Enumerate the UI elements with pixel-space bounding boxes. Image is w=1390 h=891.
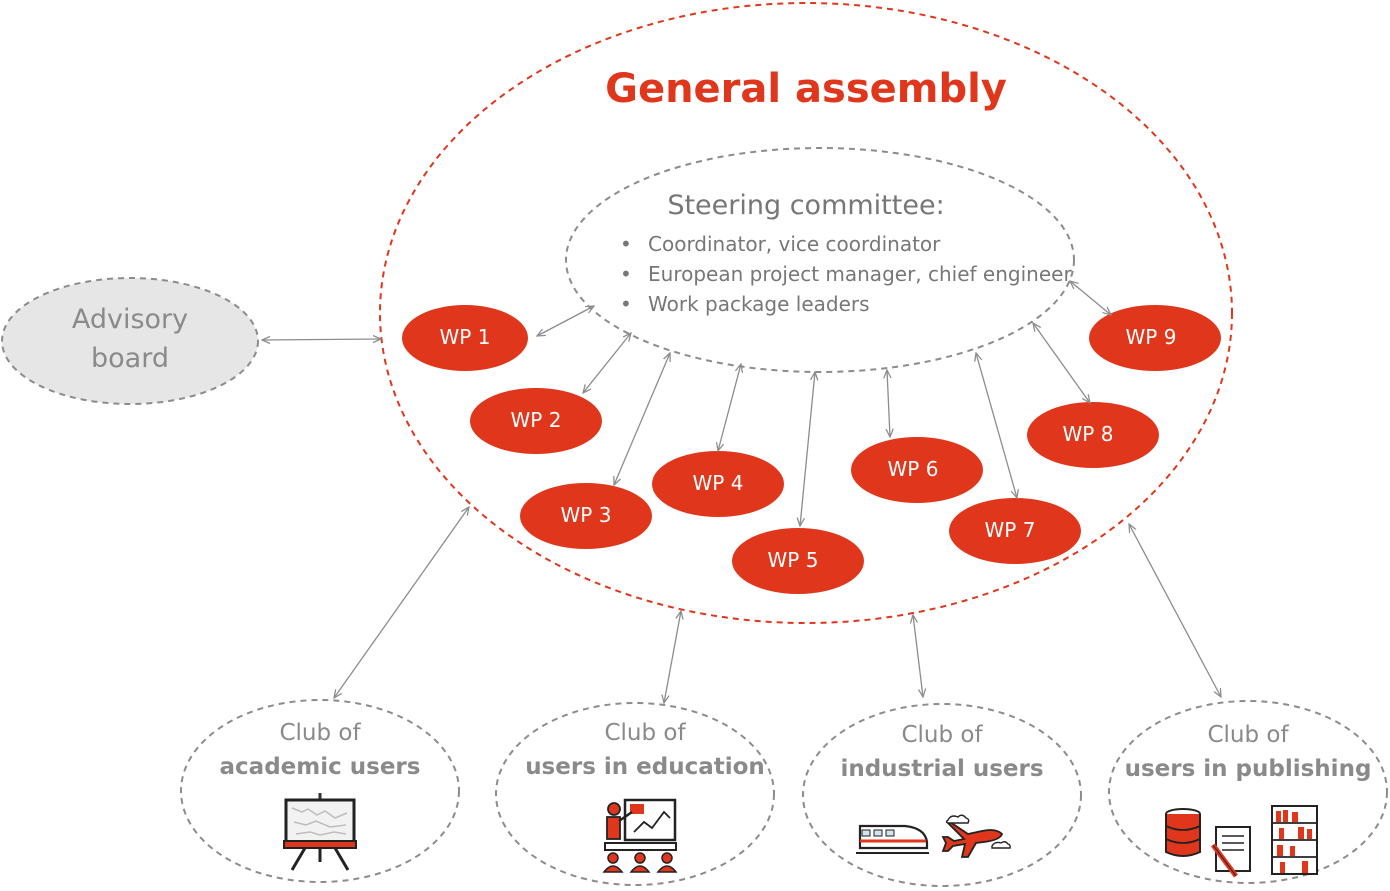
arrow-wp1-sc — [537, 306, 594, 336]
club-education-ellipse — [495, 702, 775, 886]
whiteboard-icon — [283, 793, 357, 871]
club-publishing-label: Club of users in publishing — [1124, 722, 1372, 782]
arrow-wp7-sc — [976, 353, 1017, 498]
general-assembly-ellipse — [379, 2, 1233, 624]
wp-6-label: WP 6 — [887, 457, 939, 481]
books-and-documents-icon — [1165, 805, 1318, 878]
club-industrial-label: Club of industrial users — [840, 722, 1044, 782]
steering-committee-member: •Work package leaders — [620, 292, 870, 316]
advisory-board-label: Advisory board — [71, 304, 189, 374]
advisory-board-ellipse — [1, 277, 259, 405]
arrow-club-education-ga — [664, 611, 681, 703]
club-education-label: Club of users in education — [525, 720, 765, 780]
steering-committee-ellipse — [565, 147, 1075, 373]
wp-5-label: WP 5 — [767, 548, 819, 572]
wp-9-label: WP 9 — [1125, 325, 1177, 349]
arrow-club-industrial-ga — [913, 615, 923, 697]
wp-7-label: WP 7 — [984, 518, 1036, 542]
wp-6-ellipse — [851, 437, 983, 503]
wp-3-ellipse — [520, 483, 652, 549]
wp-1-ellipse — [402, 305, 528, 371]
arrow-advisory-ga — [262, 339, 381, 340]
arrow-wp6-sc — [887, 370, 890, 437]
arrow-wp4-sc — [718, 364, 741, 451]
club-academic-label: Club of academic users — [219, 720, 421, 780]
teacher-presentation-icon — [602, 798, 678, 873]
connector-arrows — [262, 281, 1221, 703]
wp-ellipses — [402, 305, 1221, 594]
wp-5-ellipse — [732, 528, 864, 594]
arrow-wp8-sc — [1033, 323, 1090, 403]
wp-8-label: WP 8 — [1062, 422, 1114, 446]
steering-committee-member: •European project manager, chief enginee… — [620, 262, 1072, 286]
club-academic-ellipse — [180, 699, 460, 883]
club-industrial-ellipse — [802, 703, 1082, 887]
arrow-club-publishing-ga — [1129, 524, 1221, 697]
steering-committee-member: •Coordinator, vice coordinator — [620, 232, 941, 256]
arrow-club-academic-ga — [334, 507, 469, 698]
wp-4-label: WP 4 — [692, 471, 744, 495]
steering-committee-members: •Coordinator, vice coordinator •European… — [620, 229, 1072, 319]
arrow-wp5-sc — [800, 372, 815, 526]
wp-1-label: WP 1 — [439, 325, 491, 349]
club-publishing-ellipse — [1108, 700, 1388, 884]
steering-committee-title: Steering committee: — [667, 190, 945, 221]
wp-2-label: WP 2 — [510, 408, 562, 432]
arrow-wp9-sc — [1070, 281, 1111, 315]
wp-8-ellipse — [1027, 402, 1159, 468]
wp-3-label: WP 3 — [560, 503, 612, 527]
wp-4-ellipse — [652, 451, 784, 517]
arrow-wp2-sc — [583, 333, 631, 393]
train-and-airplane-icon — [856, 814, 1011, 858]
wp-2-ellipse — [470, 388, 602, 454]
general-assembly-title: General assembly — [605, 66, 1007, 112]
wp-9-ellipse — [1089, 305, 1221, 371]
arrow-wp3-sc — [614, 353, 670, 485]
wp-7-ellipse — [949, 498, 1081, 564]
